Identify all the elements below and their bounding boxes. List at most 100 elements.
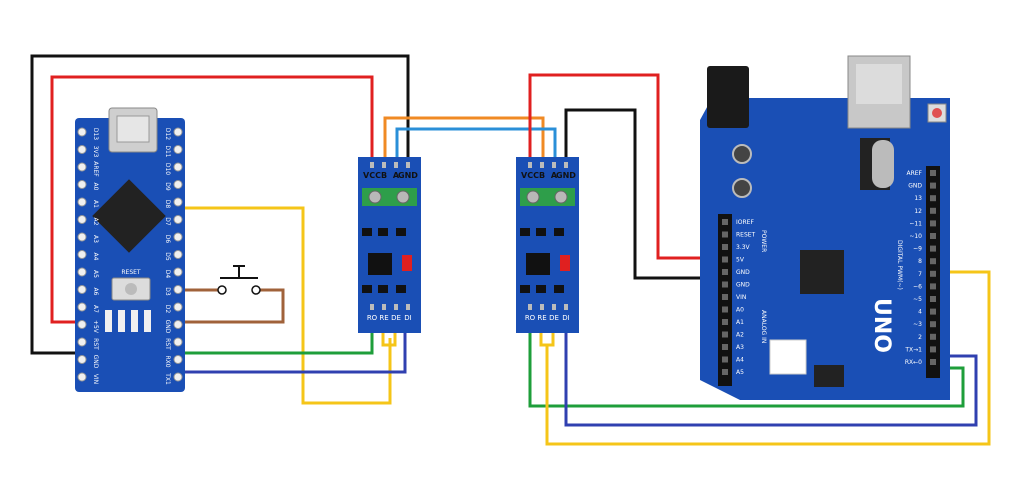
uno-pin-socket bbox=[930, 258, 936, 265]
nano-pin-pad bbox=[77, 355, 87, 364]
arduino-nano: RESET D133V3AREFA0A1A2A3A4A5A6A7+5VRSTGN… bbox=[75, 107, 185, 392]
nano-pin-pad bbox=[77, 180, 87, 189]
uno-pin-label: RESET bbox=[736, 232, 756, 239]
wire-navy-nano-tx bbox=[180, 333, 407, 374]
wire-brown-gnd bbox=[180, 288, 285, 324]
uno-pin-label: A5 bbox=[736, 369, 744, 376]
nano-pin-label: D12 bbox=[164, 128, 171, 140]
nano-pin-pad bbox=[77, 197, 87, 207]
nano-pin-label: D8 bbox=[164, 200, 171, 209]
rs485-pin-label: B bbox=[381, 171, 387, 180]
uno-pin-label: ~3 bbox=[913, 321, 922, 328]
uno-pin-label: GND bbox=[736, 269, 750, 276]
nano-pin-pad bbox=[173, 180, 183, 189]
uno-pin-label: ~6 bbox=[913, 283, 922, 290]
wire-black-uno-gnd bbox=[564, 108, 727, 280]
uno-pin-socket bbox=[930, 283, 936, 290]
rs485-pin bbox=[564, 304, 568, 310]
uno-icsp-header bbox=[814, 365, 844, 387]
nano-pin-label: GND bbox=[92, 355, 99, 369]
nano-pin-label: VIN bbox=[92, 374, 99, 384]
nano-reset-label: RESET bbox=[121, 269, 141, 276]
nano-pin-pad bbox=[173, 320, 183, 329]
rs485-pin bbox=[382, 162, 386, 168]
nano-pin-label: A1 bbox=[92, 200, 99, 208]
nano-pin-pad bbox=[173, 267, 183, 277]
nano-pin-label: D6 bbox=[164, 235, 171, 244]
uno-pin-label: ~9 bbox=[913, 246, 922, 253]
rs485-pin bbox=[540, 304, 544, 310]
nano-pin-pad bbox=[173, 127, 183, 137]
nano-pin-label: A5 bbox=[92, 270, 99, 278]
uno-pin-socket bbox=[722, 269, 728, 275]
nano-pin-label: A6 bbox=[92, 288, 99, 296]
nano-pin-label: TX1 bbox=[164, 372, 171, 385]
uno-pin-socket bbox=[722, 344, 728, 350]
nano-pin-pad bbox=[77, 302, 87, 312]
uno-pin-socket bbox=[722, 256, 728, 263]
arduino-uno: UNO POWER ANALOG IN DIGITAL PWM(~) IOREF… bbox=[700, 55, 950, 400]
uno-analog-label: ANALOG IN bbox=[760, 310, 767, 343]
nano-pin-label: D2 bbox=[164, 305, 171, 314]
uno-power-label: POWER bbox=[760, 230, 767, 252]
uno-pin-socket bbox=[722, 319, 728, 325]
rs485-pin-label: DE bbox=[391, 314, 401, 322]
uno-pin-label: 4 bbox=[918, 309, 922, 316]
uno-pin-label: 3.3V bbox=[736, 244, 751, 251]
nano-pin-label: D11 bbox=[164, 145, 171, 157]
nano-pin-pad bbox=[173, 250, 183, 259]
uno-pin-socket bbox=[930, 182, 936, 189]
uno-power-jack bbox=[707, 66, 749, 128]
rs485-left-chip bbox=[368, 253, 392, 275]
rs485-pin-label: VCC bbox=[521, 171, 539, 180]
rs485-pin bbox=[370, 162, 374, 168]
rs485-pin-label: RO bbox=[525, 314, 536, 322]
uno-pin-socket bbox=[930, 170, 936, 176]
nano-pin-pad bbox=[77, 127, 87, 137]
wire-yellow-left-bridge bbox=[381, 333, 397, 347]
uno-pin-label: A3 bbox=[736, 344, 744, 351]
uno-pin-socket bbox=[722, 219, 728, 225]
nano-pin-label: D4 bbox=[164, 270, 171, 279]
nano-pin-label: D9 bbox=[164, 182, 171, 191]
nano-mcu-chip bbox=[92, 179, 166, 253]
nano-pin-pad bbox=[77, 162, 87, 172]
wire-green-nano-rx bbox=[180, 333, 374, 355]
rs485-pin bbox=[382, 304, 386, 310]
rs485-pin bbox=[528, 304, 532, 310]
uno-pin-socket bbox=[930, 245, 936, 252]
nano-pin-label: AREF bbox=[92, 161, 99, 177]
nano-pin-pad bbox=[173, 162, 183, 172]
nano-pin-label: A0 bbox=[92, 183, 99, 191]
rs485-pin bbox=[394, 304, 398, 310]
nano-pin-label: RST bbox=[92, 338, 99, 350]
nano-pin-pad bbox=[173, 302, 183, 312]
uno-pin-socket bbox=[930, 346, 936, 353]
push-button bbox=[217, 265, 261, 295]
nano-pin-label: A2 bbox=[92, 218, 99, 226]
wire-blue-a-line bbox=[395, 127, 557, 164]
wire-yellow-nano-d9 bbox=[180, 206, 392, 405]
rs485-pin bbox=[394, 162, 398, 168]
uno-pin-socket bbox=[930, 207, 936, 214]
nano-pin-label: D10 bbox=[164, 163, 171, 175]
wire-green-uno-rx bbox=[528, 333, 965, 408]
rs485-right-chip bbox=[526, 253, 550, 275]
uno-pin-label: GND bbox=[908, 183, 922, 190]
nano-pin-label: GND bbox=[164, 320, 171, 334]
wire-orange-b-line bbox=[383, 116, 545, 164]
uno-pin-socket bbox=[722, 294, 728, 300]
rs485-pin-label: A bbox=[393, 171, 400, 180]
nano-pin-pad bbox=[77, 320, 87, 329]
nano-pin-label: D7 bbox=[164, 217, 171, 226]
uno-pin-label: A4 bbox=[736, 357, 744, 364]
